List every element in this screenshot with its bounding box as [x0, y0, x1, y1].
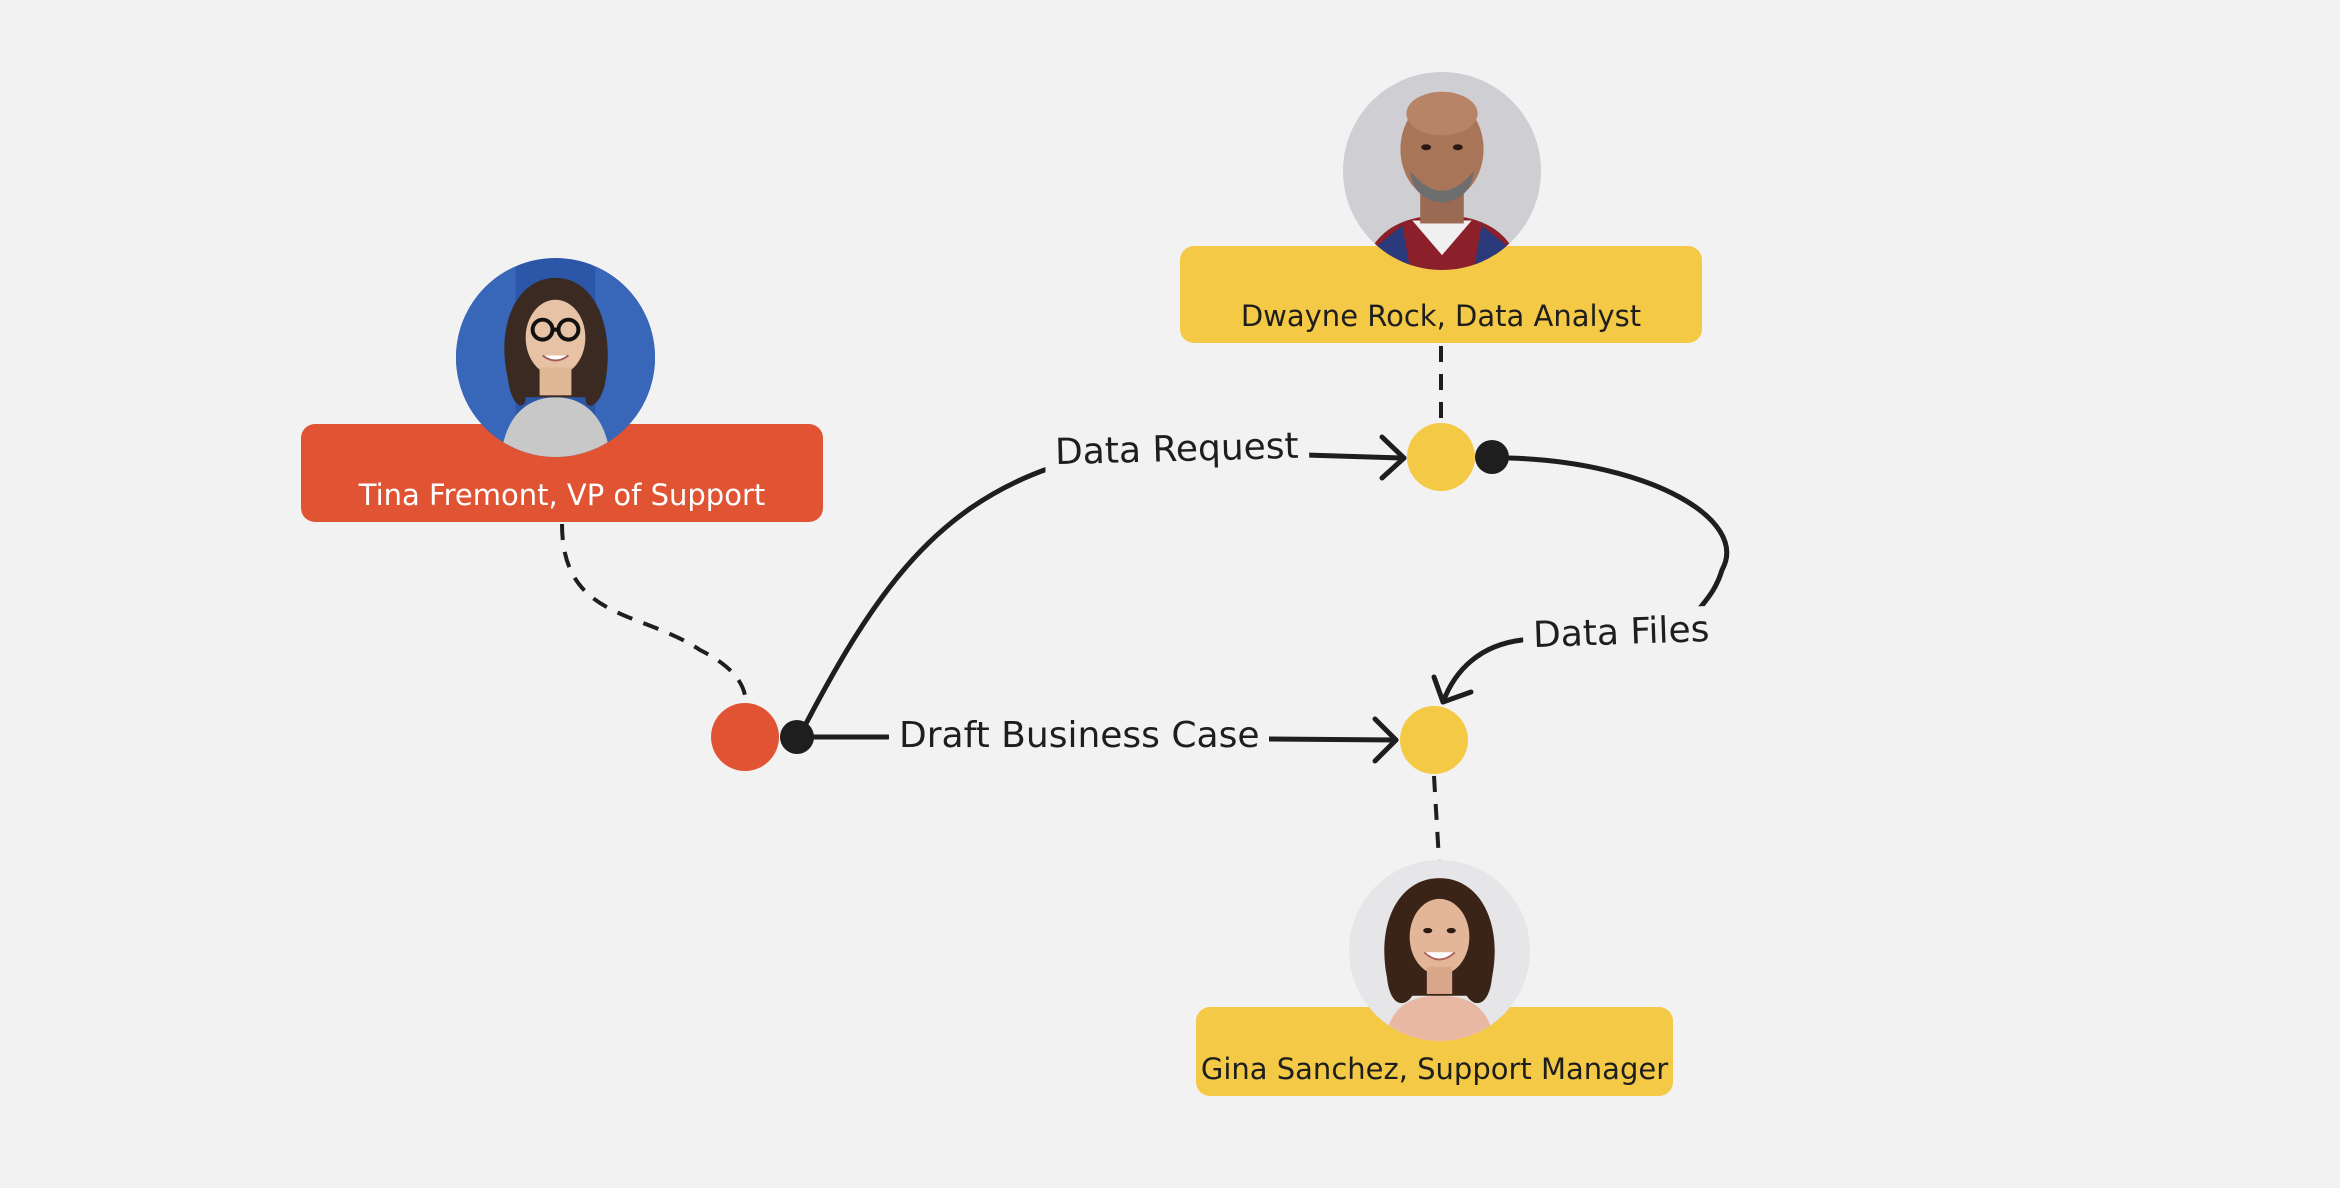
- data-request-label[interactable]: Data Request: [1044, 422, 1310, 478]
- tina-dashed-connector: [560, 523, 748, 706]
- dwayne-node[interactable]: [1407, 423, 1475, 491]
- data-files-arrowhead: [1431, 674, 1474, 705]
- data-files-edge[interactable]: [1506, 455, 1730, 611]
- gina-avatar-icon: [1349, 860, 1530, 1041]
- data-files-edge-tail[interactable]: [1440, 637, 1525, 705]
- dwayne-name-label: Dwayne Rock, Data Analyst: [1240, 299, 1642, 333]
- tina-avatar-icon: [456, 258, 655, 457]
- draft-business-case-edge-tail[interactable]: [1260, 736, 1399, 743]
- dwayne-avatar-icon: [1343, 72, 1541, 270]
- data-request-arrowhead: [1379, 434, 1407, 481]
- gina-dashed-connector: [1432, 775, 1441, 861]
- draft-business-case-label[interactable]: Draft Business Case: [889, 712, 1270, 760]
- gina-name-label: Gina Sanchez, Support Manager: [1200, 1052, 1669, 1086]
- tina-name-label: Tina Fremont, VP of Support: [358, 478, 766, 512]
- tina-node[interactable]: [711, 703, 779, 771]
- data-request-edge[interactable]: [796, 465, 1053, 740]
- data-request-edge-tail[interactable]: [1302, 452, 1407, 461]
- tina-connector-dot[interactable]: [780, 720, 814, 754]
- gina-node[interactable]: [1400, 706, 1468, 774]
- data-files-label[interactable]: Data Files: [1522, 605, 1721, 661]
- draft-business-case-arrowhead: [1372, 716, 1399, 764]
- dwayne-connector-dot[interactable]: [1475, 440, 1509, 474]
